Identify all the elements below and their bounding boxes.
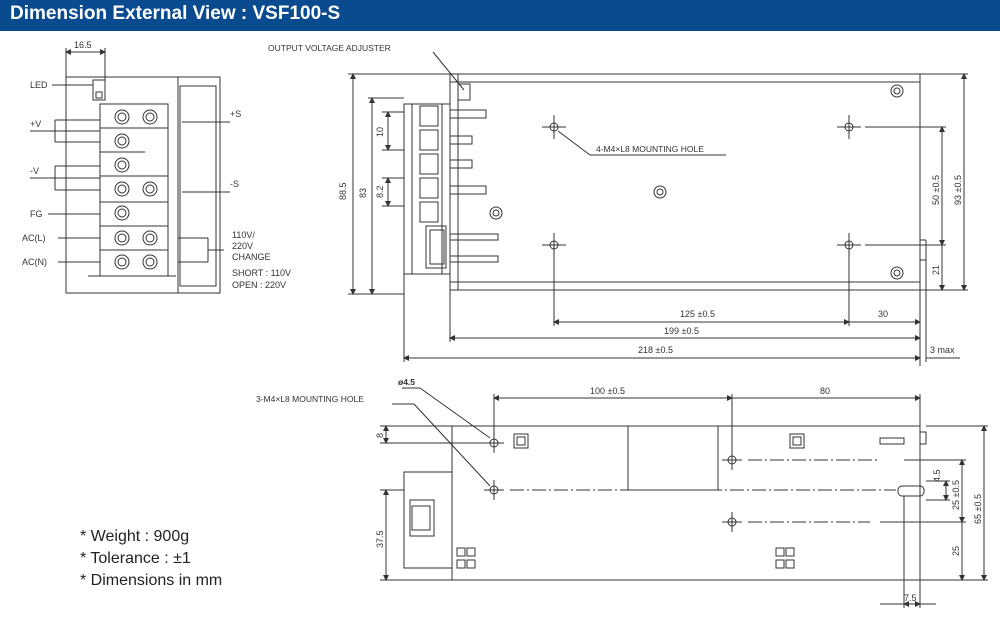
side-view-terminal-cover (403, 471, 453, 569)
page-title: Dimension External View : VSF100-S (10, 3, 341, 24)
side-view-slot (897, 485, 925, 497)
label-minus-s: -S (230, 179, 239, 189)
spec-notes: * Weight : 900g * Tolerance : ±1 * Dimen… (80, 526, 222, 592)
dim-10: 10 (375, 127, 385, 137)
front-view (30, 48, 230, 294)
dim-16-5: 16.5 (74, 40, 92, 50)
callout-output-adjuster: OUTPUT VOLTAGE ADJUSTER (268, 43, 391, 53)
side-view-labels: 3-M4×L8 MOUNTING HOLE ø4.5 100 ±0.5 80 8… (256, 377, 983, 603)
note-weight: * Weight : 900g (80, 528, 190, 545)
led-block (92, 79, 106, 101)
label-ac-l: AC(L) (22, 233, 46, 243)
dim-4-5: 4.5 (932, 469, 942, 482)
dim-3-max: 3 max (930, 345, 955, 355)
dim-25-tol: 25 ±0.5 (951, 480, 961, 510)
dim-8-2: 8.2 (375, 185, 385, 198)
note-tolerance: * Tolerance : ±1 (80, 550, 191, 567)
change-note-2: 220V (232, 241, 253, 251)
output-voltage-adjuster (457, 83, 471, 101)
label-ac-n: AC(N) (22, 257, 47, 267)
dim-83: 83 (358, 188, 368, 198)
top-view (348, 51, 968, 366)
label-fg: FG (30, 209, 43, 219)
dim-25: 25 (951, 546, 961, 556)
dim-88-5: 88.5 (338, 182, 348, 200)
callout-mounting-3: 3-M4×L8 MOUNTING HOLE (256, 394, 364, 404)
front-view-labels: LED +V -V FG AC(L) AC(N) +S -S 110V/ 220… (22, 40, 291, 290)
title-bar: Dimension External View : VSF100-S (0, 0, 1000, 31)
side-view (380, 387, 988, 608)
label-plus-v: +V (30, 119, 41, 129)
side-view-mounting-holes (484, 433, 742, 532)
callout-phi: ø4.5 (398, 377, 415, 387)
dim-93: 93 ±0.5 (953, 175, 963, 205)
short-note: SHORT : 110V (232, 268, 291, 278)
open-note: OPEN : 220V (232, 280, 286, 290)
label-minus-v: -V (30, 166, 39, 176)
dim-100: 100 ±0.5 (590, 386, 625, 396)
dim-125: 125 ±0.5 (680, 309, 715, 319)
dim-218: 218 ±0.5 (638, 345, 673, 355)
side-view-heatsink (627, 425, 719, 491)
dim-50: 50 ±0.5 (931, 175, 941, 205)
change-note-1: 110V/ (232, 230, 255, 240)
label-led: LED (30, 80, 48, 90)
top-view-mounting-holes (542, 115, 861, 257)
led-indicator (95, 91, 103, 99)
dim-7-5: 7.5 (904, 593, 917, 603)
front-view-inner-panel (179, 85, 217, 287)
dim-21: 21 (931, 265, 941, 275)
front-view-side-panel (177, 76, 221, 294)
dim-30: 30 (878, 309, 888, 319)
note-dimensions: * Dimensions in mm (80, 572, 223, 589)
dim-8: 8 (375, 433, 385, 438)
center-screw-icon (653, 185, 667, 199)
terminal-screws (114, 109, 158, 270)
dim-199: 199 ±0.5 (664, 326, 699, 336)
side-view-outline (451, 425, 921, 581)
callout-mounting-4: 4-M4×L8 MOUNTING HOLE (596, 144, 704, 154)
dim-80: 80 (820, 386, 830, 396)
corner-screw-icon (890, 84, 904, 98)
dim-37-5: 37.5 (375, 530, 385, 548)
top-view-labels: OUTPUT VOLTAGE ADJUSTER 4-M4×L8 MOUNTING… (268, 43, 963, 355)
change-note-3: CHANGE (232, 252, 271, 262)
label-plus-s: +S (230, 109, 241, 119)
dim-65: 65 ±0.5 (973, 494, 983, 524)
